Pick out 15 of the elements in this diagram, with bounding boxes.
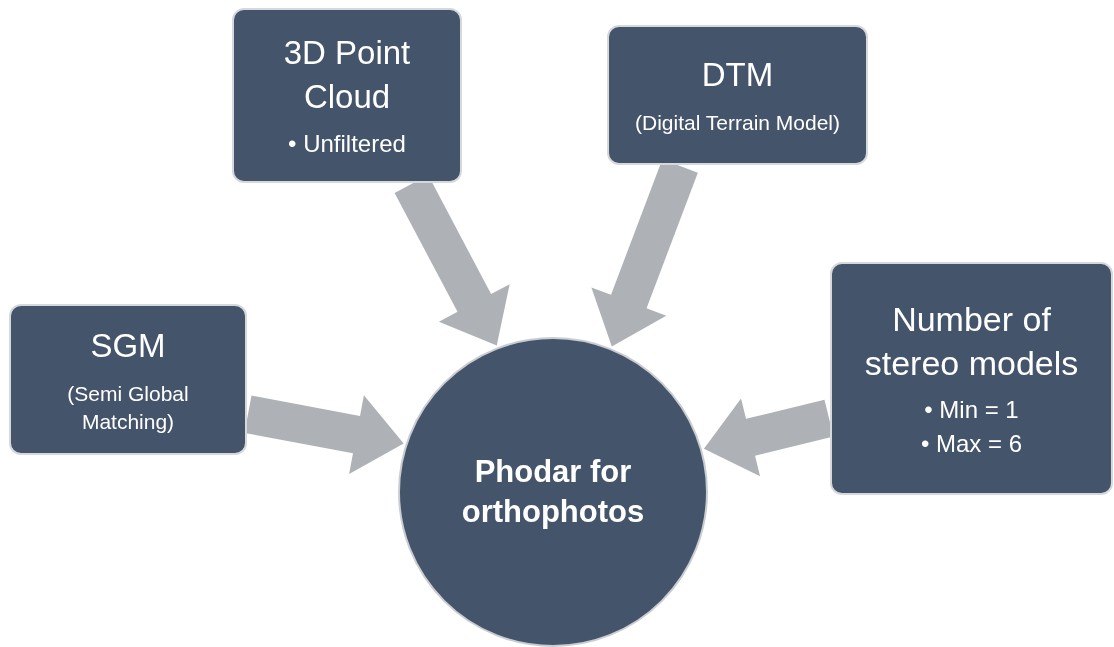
input-box <box>830 262 1113 495</box>
block-arrow <box>244 395 404 474</box>
box-subtitle: (Digital Terrain Model) <box>634 110 841 136</box>
box-title: Number of stereo models <box>863 298 1080 384</box>
bullet-item: • Max = 6 <box>920 428 1023 459</box>
box-title: 3D Point Cloud <box>282 32 412 117</box>
box-title: DTM <box>701 55 774 95</box>
box-subtitle: (Semi Global Matching) <box>66 380 190 435</box>
circle-label: Phodar for orthophotos <box>460 453 646 531</box>
bullet-item: • Min = 1 <box>923 394 1020 425</box>
input-box <box>232 8 462 183</box>
input-box <box>9 304 247 455</box>
bullet-item: • Unfiltered <box>288 128 406 159</box>
box-title: SGM <box>90 325 166 366</box>
input-box <box>607 25 868 165</box>
